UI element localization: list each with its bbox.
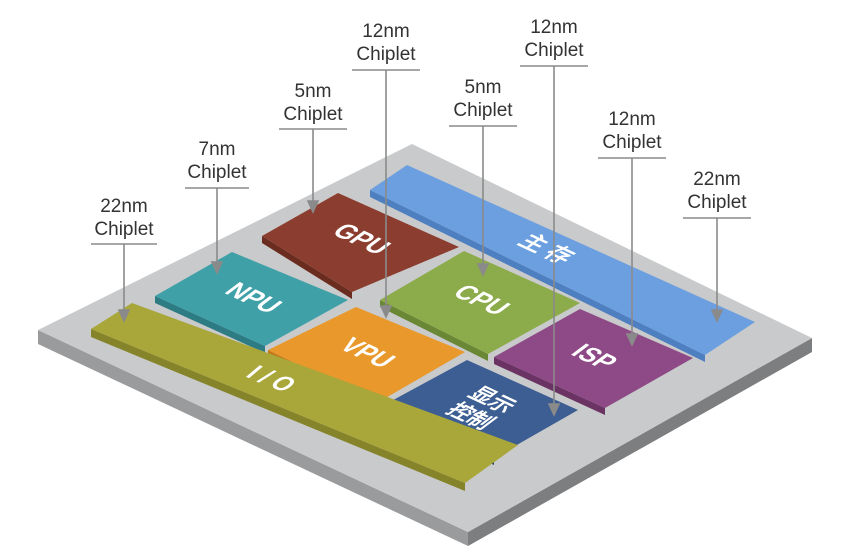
io-block [91,303,518,483]
cpu-block-side [380,300,488,361]
display-block [384,360,578,458]
pointer-display [520,65,588,417]
pointer-isp [598,157,666,347]
io-process-label: 22nm Chiplet [94,196,154,240]
pointer-io [91,243,157,323]
io-block-side [91,329,465,491]
pointer-vpu [352,69,420,319]
npu-block [155,252,348,346]
pointer-npu [185,187,249,275]
pointer-gpu [279,128,347,214]
cpu-block [380,251,580,354]
memory-block [370,165,755,355]
display-process-label: 12nm Chiplet [524,17,584,61]
cpu-process-label: 5nm Chiplet [453,77,513,121]
gpu-process-label: 5nm Chiplet [283,81,343,125]
isp-process-label: 12nm Chiplet [602,109,662,153]
gpu-block [262,193,459,292]
memory-process-label: 22nm Chiplet [687,169,747,213]
pointer-lines [91,65,751,417]
gpu-block-side [262,236,352,299]
npu-process-label: 7nm Chiplet [187,139,247,183]
substrate-side-right [468,338,812,546]
pointer-cpu [449,125,517,277]
npu-block-side [155,296,265,353]
substrate-side-left [38,330,468,546]
isp-block [494,309,693,408]
pointer-memory [683,217,751,323]
vpu-block [268,307,465,403]
isp-block-side [494,357,605,415]
vpu-process-label: 12nm Chiplet [356,21,416,65]
memory-block-side [370,190,705,362]
